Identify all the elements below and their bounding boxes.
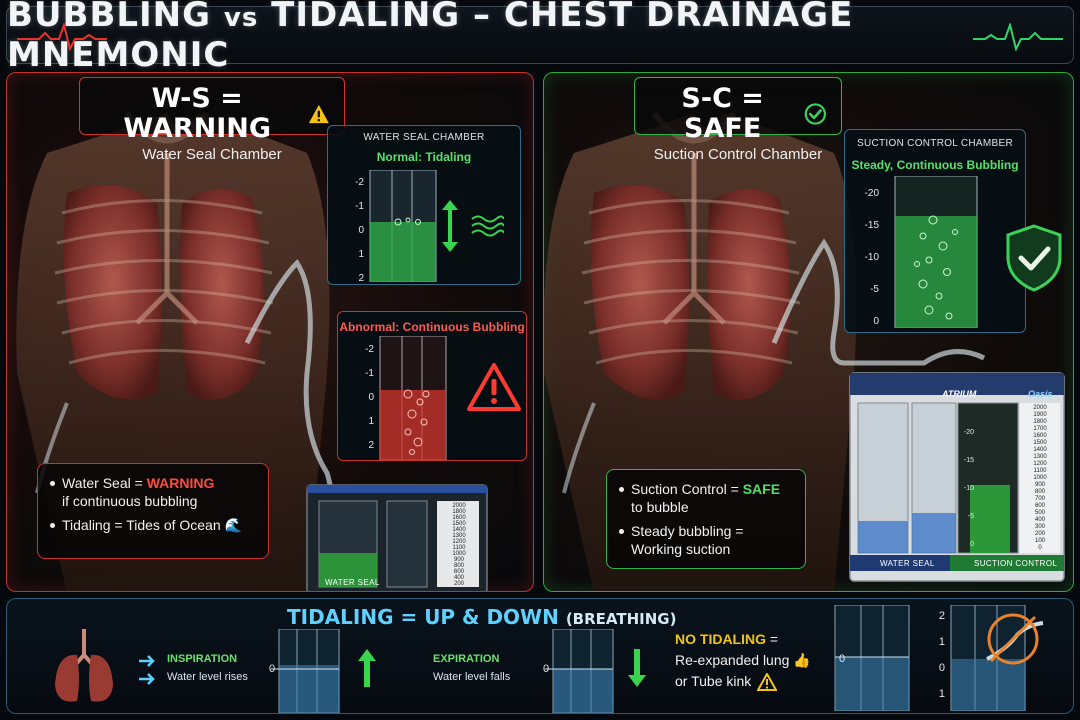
up-down-arrow-icon — [442, 200, 458, 252]
brand-atrium: ATRIUM — [942, 389, 977, 399]
suction-control-unit-label: SUCTION CONTROL — [974, 559, 1058, 568]
tube-zero-label: 0 — [839, 653, 846, 665]
tidaling-strip: TIDALING = UP & DOWN (BREATHING) INSPIRA… — [6, 598, 1074, 714]
check-circle-icon — [804, 103, 827, 125]
shield-check-icon — [1006, 224, 1062, 292]
wave-icon — [471, 215, 504, 237]
warning-header: W-S = WARNING Water Seal Chamber — [79, 77, 345, 163]
water-seal-tube — [369, 170, 437, 282]
warning-triangle-icon — [757, 672, 778, 691]
arrow-up-icon — [358, 649, 376, 687]
water-seal-unit-label: WATER SEAL — [880, 559, 935, 568]
inspiration-tube — [271, 629, 340, 713]
ecg-line-icon — [973, 23, 1063, 51]
inspiration-sub: Water level rises — [167, 671, 248, 683]
alert-triangle-icon — [467, 363, 521, 411]
warning-triangle-icon — [309, 104, 330, 124]
kinked-tube — [950, 605, 1044, 711]
inspiration-label: INSPIRATION — [167, 653, 238, 665]
chest-anatomy-illustration — [544, 111, 1065, 591]
bubbling-tube — [379, 336, 447, 460]
brand-oasis: Oasis — [1028, 389, 1053, 399]
suction-control-inset: SUCTION CONTROL CHAMBER Steady, Continuo… — [844, 129, 1026, 333]
water-seal-unit-label: WATER SEAL — [325, 578, 380, 587]
double-arrow-icon — [139, 655, 155, 685]
page-title: BUBBLING vs TIDALING – CHEST DRAINAGE MN… — [7, 0, 854, 75]
arrow-down-icon — [628, 649, 646, 687]
no-tidaling-note: NO TIDALING = Re-expanded lung 👍 or Tube… — [675, 631, 811, 691]
static-tube-left — [834, 605, 910, 711]
title-bar: BUBBLING vs TIDALING – CHEST DRAINAGE MN… — [6, 0, 1074, 75]
ecg-line-icon — [17, 23, 107, 51]
suction-tube — [894, 176, 978, 328]
lungs-icon — [55, 629, 113, 702]
expiration-label: EXPIRATION — [433, 653, 500, 665]
water-seal-normal-inset: WATER SEAL CHAMBER Normal: Tidaling -2-1… — [327, 125, 521, 285]
expiration-tube — [545, 629, 614, 713]
expiration-sub: Water level falls — [433, 671, 511, 683]
tidaling-title: TIDALING = UP & DOWN (BREATHING) — [287, 605, 677, 629]
safe-header: S-C = SAFE Suction Control Chamber — [634, 77, 842, 163]
